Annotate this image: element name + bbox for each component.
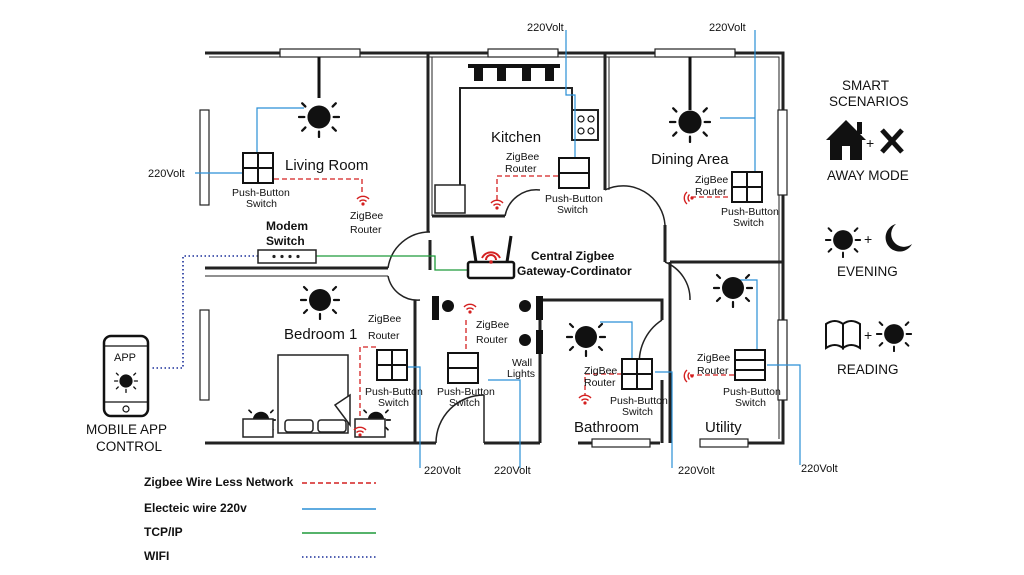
switch-label: Push-Button xyxy=(723,386,781,398)
zigbee-label: ZigBee xyxy=(476,319,509,331)
gateway-label-line2: Gateway-Cordinator xyxy=(517,264,632,278)
push-button-switch-icon xyxy=(731,171,763,203)
bulb-icon xyxy=(876,321,912,352)
scenarios-title-line1: SMART xyxy=(842,78,889,93)
scenario-away-mode: AWAY MODE xyxy=(827,168,909,183)
mobile-control-label: CONTROL xyxy=(96,439,162,454)
switch-label: Push-Button xyxy=(545,193,603,205)
switch-label: Push-Button xyxy=(365,386,423,398)
house-icon xyxy=(826,120,866,160)
switch-label: Push-Button xyxy=(610,395,668,407)
push-button-switch-icon xyxy=(558,157,590,189)
volt-label: 220Volt xyxy=(709,22,746,34)
room-label-utility: Utility xyxy=(705,419,742,436)
app-label: APP xyxy=(114,352,136,364)
room-label-dining-area: Dining Area xyxy=(651,151,729,168)
legend-zigbee: Zigbee Wire Less Network xyxy=(144,475,294,489)
switch-label: Push-Button xyxy=(721,206,779,218)
signal-icon xyxy=(578,394,592,405)
gateway-router-icon xyxy=(466,235,516,280)
volt-label: 220Volt xyxy=(527,22,564,34)
volt-label: 220Volt xyxy=(494,465,531,477)
room-label-kitchen: Kitchen xyxy=(491,129,541,146)
zigbee-label: ZigBee xyxy=(584,365,617,377)
svg-text:+: + xyxy=(864,231,872,247)
svg-text:+: + xyxy=(866,135,874,151)
signal-icon xyxy=(490,199,504,210)
push-button-switch-icon xyxy=(734,349,766,381)
zigbee-label: ZigBee xyxy=(368,313,401,325)
scenario-reading: READING xyxy=(837,362,899,377)
wall-lights-label: Wall xyxy=(512,357,532,369)
zigbee-label: ZigBee xyxy=(697,352,730,364)
switch-label: Switch xyxy=(733,217,764,229)
zigbee-label: ZigBee xyxy=(695,174,728,186)
window-marks xyxy=(199,48,788,448)
push-button-switch-icon xyxy=(376,349,408,381)
switch-label: Switch xyxy=(557,204,588,216)
legend-electric: Electeic wire 220v xyxy=(144,501,247,515)
modem-label: Modem xyxy=(266,219,308,233)
signal-icon xyxy=(356,195,370,206)
room-label-bedroom: Bedroom 1 xyxy=(284,326,357,343)
scenario-icons: + + + xyxy=(825,120,912,352)
book-icon xyxy=(825,320,861,350)
switch-label: Switch xyxy=(622,406,653,418)
signal-icon xyxy=(463,303,477,314)
bed-icon xyxy=(242,354,386,438)
svg-text:+: + xyxy=(864,327,872,343)
volt-label: 220Volt xyxy=(801,463,838,475)
router-label: Router xyxy=(695,186,727,198)
modem-switch-label: Switch xyxy=(266,234,305,248)
volt-label: 220Volt xyxy=(424,465,461,477)
close-x-icon xyxy=(880,128,904,154)
switch-label: Switch xyxy=(246,198,277,210)
bulb-icon xyxy=(300,285,340,320)
room-label-bathroom: Bathroom xyxy=(574,419,639,436)
zigbee-label: ZigBee xyxy=(506,151,539,163)
switch-label: Push-Button xyxy=(437,386,495,398)
switch-label: Push-Button xyxy=(232,187,290,199)
signal-icon xyxy=(683,369,694,383)
push-button-switch-icon xyxy=(621,358,653,390)
legend-lines xyxy=(302,482,376,558)
router-label: Router xyxy=(697,365,729,377)
electric-wires xyxy=(195,30,801,468)
router-label: Router xyxy=(584,377,616,389)
router-label: Router xyxy=(350,224,382,236)
volt-label: 220Volt xyxy=(148,168,185,180)
moon-icon xyxy=(885,224,912,252)
signal-icon xyxy=(683,191,694,205)
zigbee-label: ZigBee xyxy=(350,210,383,222)
wall-lights-label: Lights xyxy=(507,368,535,380)
switch-label: Switch xyxy=(378,397,409,409)
push-button-switch-icon xyxy=(242,152,274,184)
volt-label: 220Volt xyxy=(678,465,715,477)
router-label: Router xyxy=(368,330,400,342)
router-label: Router xyxy=(476,334,508,346)
legend-tcpip: TCP/IP xyxy=(144,525,183,539)
stove-icon xyxy=(577,115,595,135)
switch-label: Switch xyxy=(735,397,766,409)
push-button-switch-icon xyxy=(447,352,479,384)
ceiling-lights xyxy=(246,57,753,435)
scenarios-title-line2: SCENARIOS xyxy=(829,94,909,109)
gateway-label-line1: Central Zigbee xyxy=(531,249,615,263)
wifi-lines xyxy=(150,255,258,369)
switch-label: Switch xyxy=(449,397,480,409)
tcpip-lines xyxy=(316,255,468,271)
bulb-icon xyxy=(298,102,340,138)
mobile-app-label: MOBILE APP xyxy=(86,422,167,437)
room-label-living-room: Living Room xyxy=(285,157,368,174)
wall-light-icon xyxy=(432,296,543,354)
router-label: Router xyxy=(505,163,537,175)
legend-wifi: WIFI xyxy=(144,549,169,563)
bulb-icon xyxy=(566,322,606,357)
modem-switch-icon xyxy=(257,249,317,264)
scenario-evening: EVENING xyxy=(837,264,898,279)
bulb-icon xyxy=(669,107,711,143)
mobile-phone-icon xyxy=(102,334,150,418)
bulb-icon xyxy=(825,227,861,258)
